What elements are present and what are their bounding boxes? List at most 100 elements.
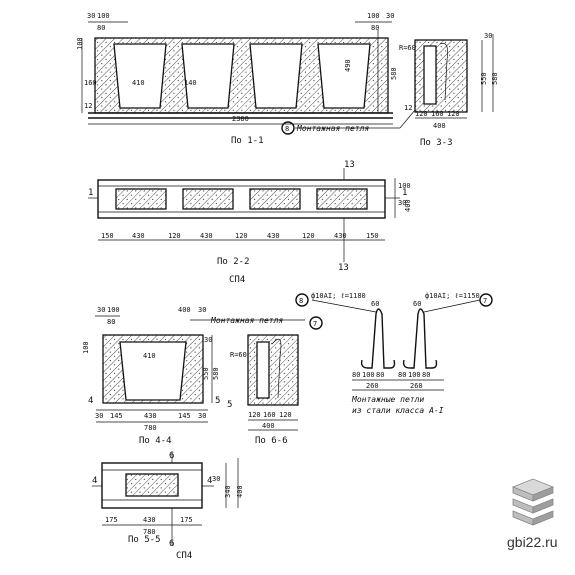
cavity-2 xyxy=(181,43,235,109)
dim-bottom-160: 160 xyxy=(431,110,444,118)
marker-8-circle xyxy=(281,121,295,135)
section-mark-6-top: 6 xyxy=(169,451,174,461)
dim-4-4-30: 30 xyxy=(97,306,105,314)
title-sp4-top: СП4 xyxy=(229,275,245,285)
site-url-label: gbi22.ru xyxy=(507,534,558,550)
cavity-3 xyxy=(249,43,303,109)
dim-120-c: 120 xyxy=(302,232,315,240)
dim-4-4-b-30: 30 xyxy=(95,412,103,420)
cut-mark-4: 4 xyxy=(88,396,93,406)
marker-8-text-loops: 8 xyxy=(299,297,303,305)
dim-right-12: 12 xyxy=(404,104,412,112)
dim-4-4-b-145: 145 xyxy=(110,412,123,420)
dim-6-6-120: 120 xyxy=(248,411,261,419)
section-6-6: R=60 120 160 120 400 По 6-6 xyxy=(230,334,299,446)
loop-dim-260-a: 260 xyxy=(366,382,379,390)
dim-4-4-30-right: 30 xyxy=(198,306,206,314)
cut-mark-5-a: 5 xyxy=(215,396,220,406)
dim-bottom-120b: 120 xyxy=(447,110,460,118)
dim-plan-175-a: 175 xyxy=(105,516,118,524)
cut-mark-4-left: 4 xyxy=(92,476,97,486)
dim-right-100: 100 xyxy=(398,182,411,190)
loop-dim-80-a: 80 xyxy=(352,371,360,379)
section-mark-6-bottom: 6 xyxy=(169,539,174,549)
dim-plan-400: 400 xyxy=(236,485,244,498)
loop-dim-100-a: 100 xyxy=(362,371,375,379)
marker-8-text: 8 xyxy=(285,125,289,133)
dim-right-30-plan: 30 xyxy=(398,199,406,207)
dim-plan-780: 780 xyxy=(143,528,156,536)
dim-150-b: 150 xyxy=(366,232,379,240)
radius-r60: R=60 xyxy=(399,44,416,52)
dim-length-2380: 2380 xyxy=(232,115,249,123)
cube-stack-logo xyxy=(511,478,555,526)
dim-430-a: 430 xyxy=(132,232,145,240)
dim-top-80: 80 xyxy=(97,24,105,32)
dim-150-a: 150 xyxy=(101,232,114,240)
dim-plan-30: 30 xyxy=(212,475,220,483)
cavity-4 xyxy=(317,43,371,109)
dim-4-4-right-580: 580 xyxy=(212,367,220,380)
section-mark-13-top: 13 xyxy=(344,160,355,170)
mounting-loops: 8 7 ф10АI; ℓ=1180 ф10АI; ℓ=1150 60 60 80… xyxy=(295,292,493,415)
dim-left-100: 100 xyxy=(76,37,84,50)
dim-120-a: 120 xyxy=(168,232,181,240)
dim-6-6-160: 160 xyxy=(263,411,276,419)
dim-4-4-100: 100 xyxy=(107,306,120,314)
dim-right-580: 580 xyxy=(491,72,499,85)
dim-top-100-right: 100 xyxy=(367,12,380,20)
plan-sp4-bottom: 6 6 4 4 30 340 400 175 430 175 780 По 5-… xyxy=(92,451,244,561)
dim-right-400: 400 xyxy=(404,199,412,212)
dim-plan-175-b: 175 xyxy=(180,516,193,524)
dim-top-100: 100 xyxy=(97,12,110,20)
marker-7-text-loops: 7 xyxy=(483,297,487,305)
loop-dim-60-a: 60 xyxy=(371,300,379,308)
dim-4-4-right-550: 550 xyxy=(202,367,210,380)
loop-dim-80-b: 80 xyxy=(376,371,384,379)
dim-right-30: 30 xyxy=(484,32,492,40)
section-mark-13-bottom: 13 xyxy=(338,263,349,273)
dim-top-30: 30 xyxy=(87,12,95,20)
dim-6-6-400: 400 xyxy=(262,422,275,430)
dim-bottom-120: 120 xyxy=(415,110,428,118)
cut-mark-right: 1 xyxy=(402,188,407,198)
caption-section-4-4: По 4-4 xyxy=(139,436,172,446)
caption-section-5-5: По 5-5 xyxy=(128,535,161,545)
dim-4-4-b-30b: 30 xyxy=(198,412,206,420)
cut-mark-4-right: 4 xyxy=(207,476,212,486)
dim-inner-490: 490 xyxy=(344,59,352,72)
dim-inner-140: 140 xyxy=(184,79,197,87)
dim-120-b: 120 xyxy=(235,232,248,240)
dim-430-c: 430 xyxy=(267,232,280,240)
dim-6-6-120b: 120 xyxy=(279,411,292,419)
dim-4-4-b-145b: 145 xyxy=(178,412,191,420)
section-4-4: 30 100 80 400 30 410 100 Монтажная петля… xyxy=(82,306,323,446)
caption-section-2-2: По 2-2 xyxy=(217,257,250,267)
dim-inner-410: 410 xyxy=(132,79,145,87)
dim-plan-340: 340 xyxy=(224,485,232,498)
loop-dim-80-c: 80 xyxy=(398,371,406,379)
dim-right-550: 550 xyxy=(480,72,488,85)
dim-left-12: 12 xyxy=(84,102,92,110)
loop-7-shape xyxy=(402,308,438,369)
loop-7-label: ф10АI; ℓ=1150 xyxy=(425,292,480,300)
marker-7-circle-a xyxy=(309,316,323,330)
dim-4-4-100-left: 100 xyxy=(82,341,90,354)
callout-mounting-loop-4-4: Монтажная петля xyxy=(210,316,283,325)
dim-4-4-80: 80 xyxy=(107,318,115,326)
dim-top-30-right: 30 xyxy=(386,12,394,20)
dim-bottom-400: 400 xyxy=(433,122,446,130)
dim-right-580: 580 xyxy=(390,67,398,80)
section-1-1: 30 100 80 100 30 80 100 160 12 410 140 4… xyxy=(76,12,416,146)
dim-plan-430: 430 xyxy=(143,516,156,524)
loops-caption-line1: Монтажные петли xyxy=(351,395,424,404)
cut-mark-5-b: 5 xyxy=(227,400,232,410)
loop-8-shape xyxy=(360,308,396,369)
dim-left-160: 160 xyxy=(84,79,97,87)
dim-430-b: 430 xyxy=(200,232,213,240)
cavity-1 xyxy=(113,43,167,109)
dim-4-4-410: 410 xyxy=(143,352,156,360)
loops-caption-line2: из стали класса А-I xyxy=(352,406,444,415)
caption-section-6-6: По 6-6 xyxy=(255,436,288,446)
loop-dim-260-b: 260 xyxy=(410,382,423,390)
